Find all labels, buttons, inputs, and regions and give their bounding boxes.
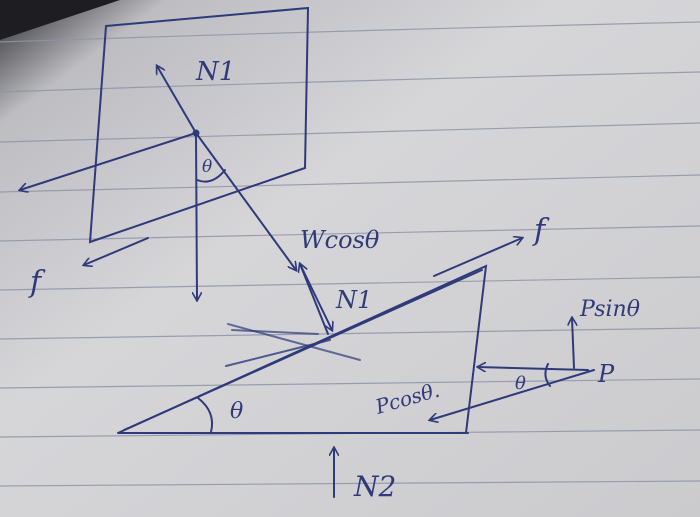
label-p: P: [597, 360, 615, 388]
label-n1-wedge: N1: [335, 286, 372, 314]
theta-arc-p: [544, 363, 551, 387]
friction-arrow-right: [433, 238, 522, 277]
label-theta-wedge: θ: [230, 399, 243, 424]
block-outline: [88, 6, 310, 244]
label-theta-p: θ: [515, 373, 526, 394]
normal-n1-arrow: [157, 66, 197, 134]
label-wcos: Wcosθ: [300, 226, 380, 254]
friction-arrow-lower: [84, 237, 149, 265]
block-diagram: [20, 6, 310, 300]
page-corner-shadow: [0, 0, 120, 40]
normal-n1-wedge-arrow-2: [299, 263, 332, 330]
friction-arrow-left: [20, 132, 197, 190]
label-n1-block: N1: [195, 57, 235, 87]
p-force-arrow: [430, 369, 595, 420]
weight-arrow: [196, 132, 197, 300]
contact-scribble-2: [231, 329, 319, 335]
label-theta-block: θ: [202, 157, 212, 177]
theta-arc-block: [196, 169, 226, 183]
pcos-arrow: [478, 367, 589, 370]
wedge-diagram: [117, 238, 595, 498]
wedge-top-double: [123, 269, 483, 431]
psin-arrow: [572, 318, 574, 369]
labels: N1 θ f Wcosθ N1 f Psinθ P θ Pcosθ. θ N2: [28, 57, 640, 503]
wcos-arrow: [195, 132, 296, 270]
block-center-point: [192, 129, 200, 137]
label-psin: Psinθ: [579, 297, 640, 322]
label-n2: N2: [353, 470, 396, 503]
theta-arc-wedge: [197, 397, 214, 433]
contact-scribble-3: [225, 339, 331, 367]
